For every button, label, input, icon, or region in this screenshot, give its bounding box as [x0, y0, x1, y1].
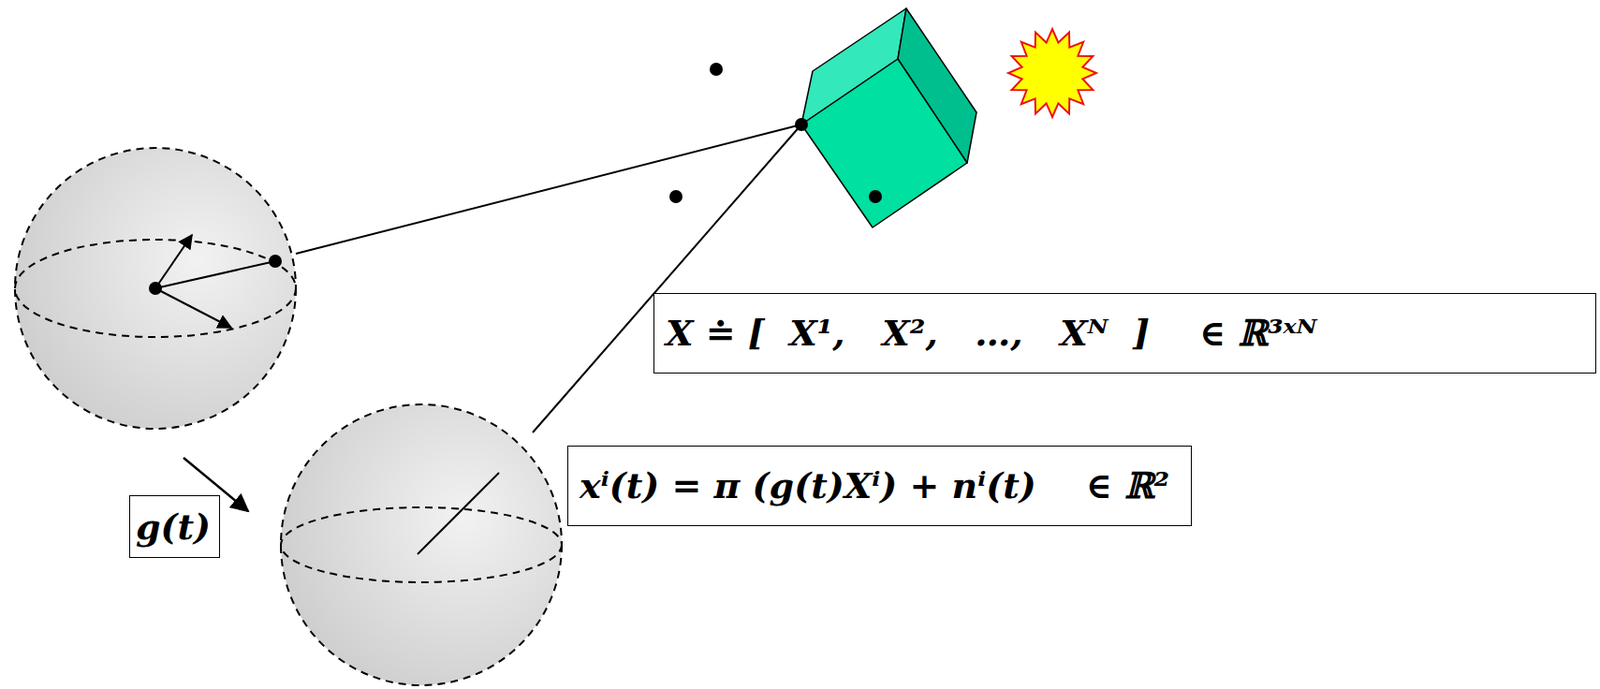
equation-text: g(t)	[135, 507, 211, 547]
camera-sphere	[14, 147, 296, 429]
feature-point	[794, 117, 808, 132]
projection-ray	[532, 124, 802, 433]
camera-sphere	[280, 404, 562, 686]
equation-text: xⁱ(t) = π (g(t)Xⁱ) + nⁱ(t) ∈ ℝ²	[579, 466, 1170, 506]
feature-point	[868, 190, 882, 204]
feature-point	[709, 62, 723, 76]
projection-ray	[295, 124, 802, 254]
feature-point	[669, 190, 683, 204]
equation-box: xⁱ(t) = π (g(t)Xⁱ) + nⁱ(t) ∈ ℝ²	[567, 445, 1192, 527]
label-box: g(t)	[129, 495, 221, 558]
cube-object	[801, 8, 977, 228]
light-source	[1008, 29, 1097, 118]
equation-box: X ≐ [ X¹, X², …, Xᴺ ] ∈ ℝ³ˣᴺ	[653, 293, 1597, 374]
equation-text: X ≐ [ X¹, X², …, Xᴺ ] ∈ ℝ³ˣᴺ	[665, 313, 1318, 353]
